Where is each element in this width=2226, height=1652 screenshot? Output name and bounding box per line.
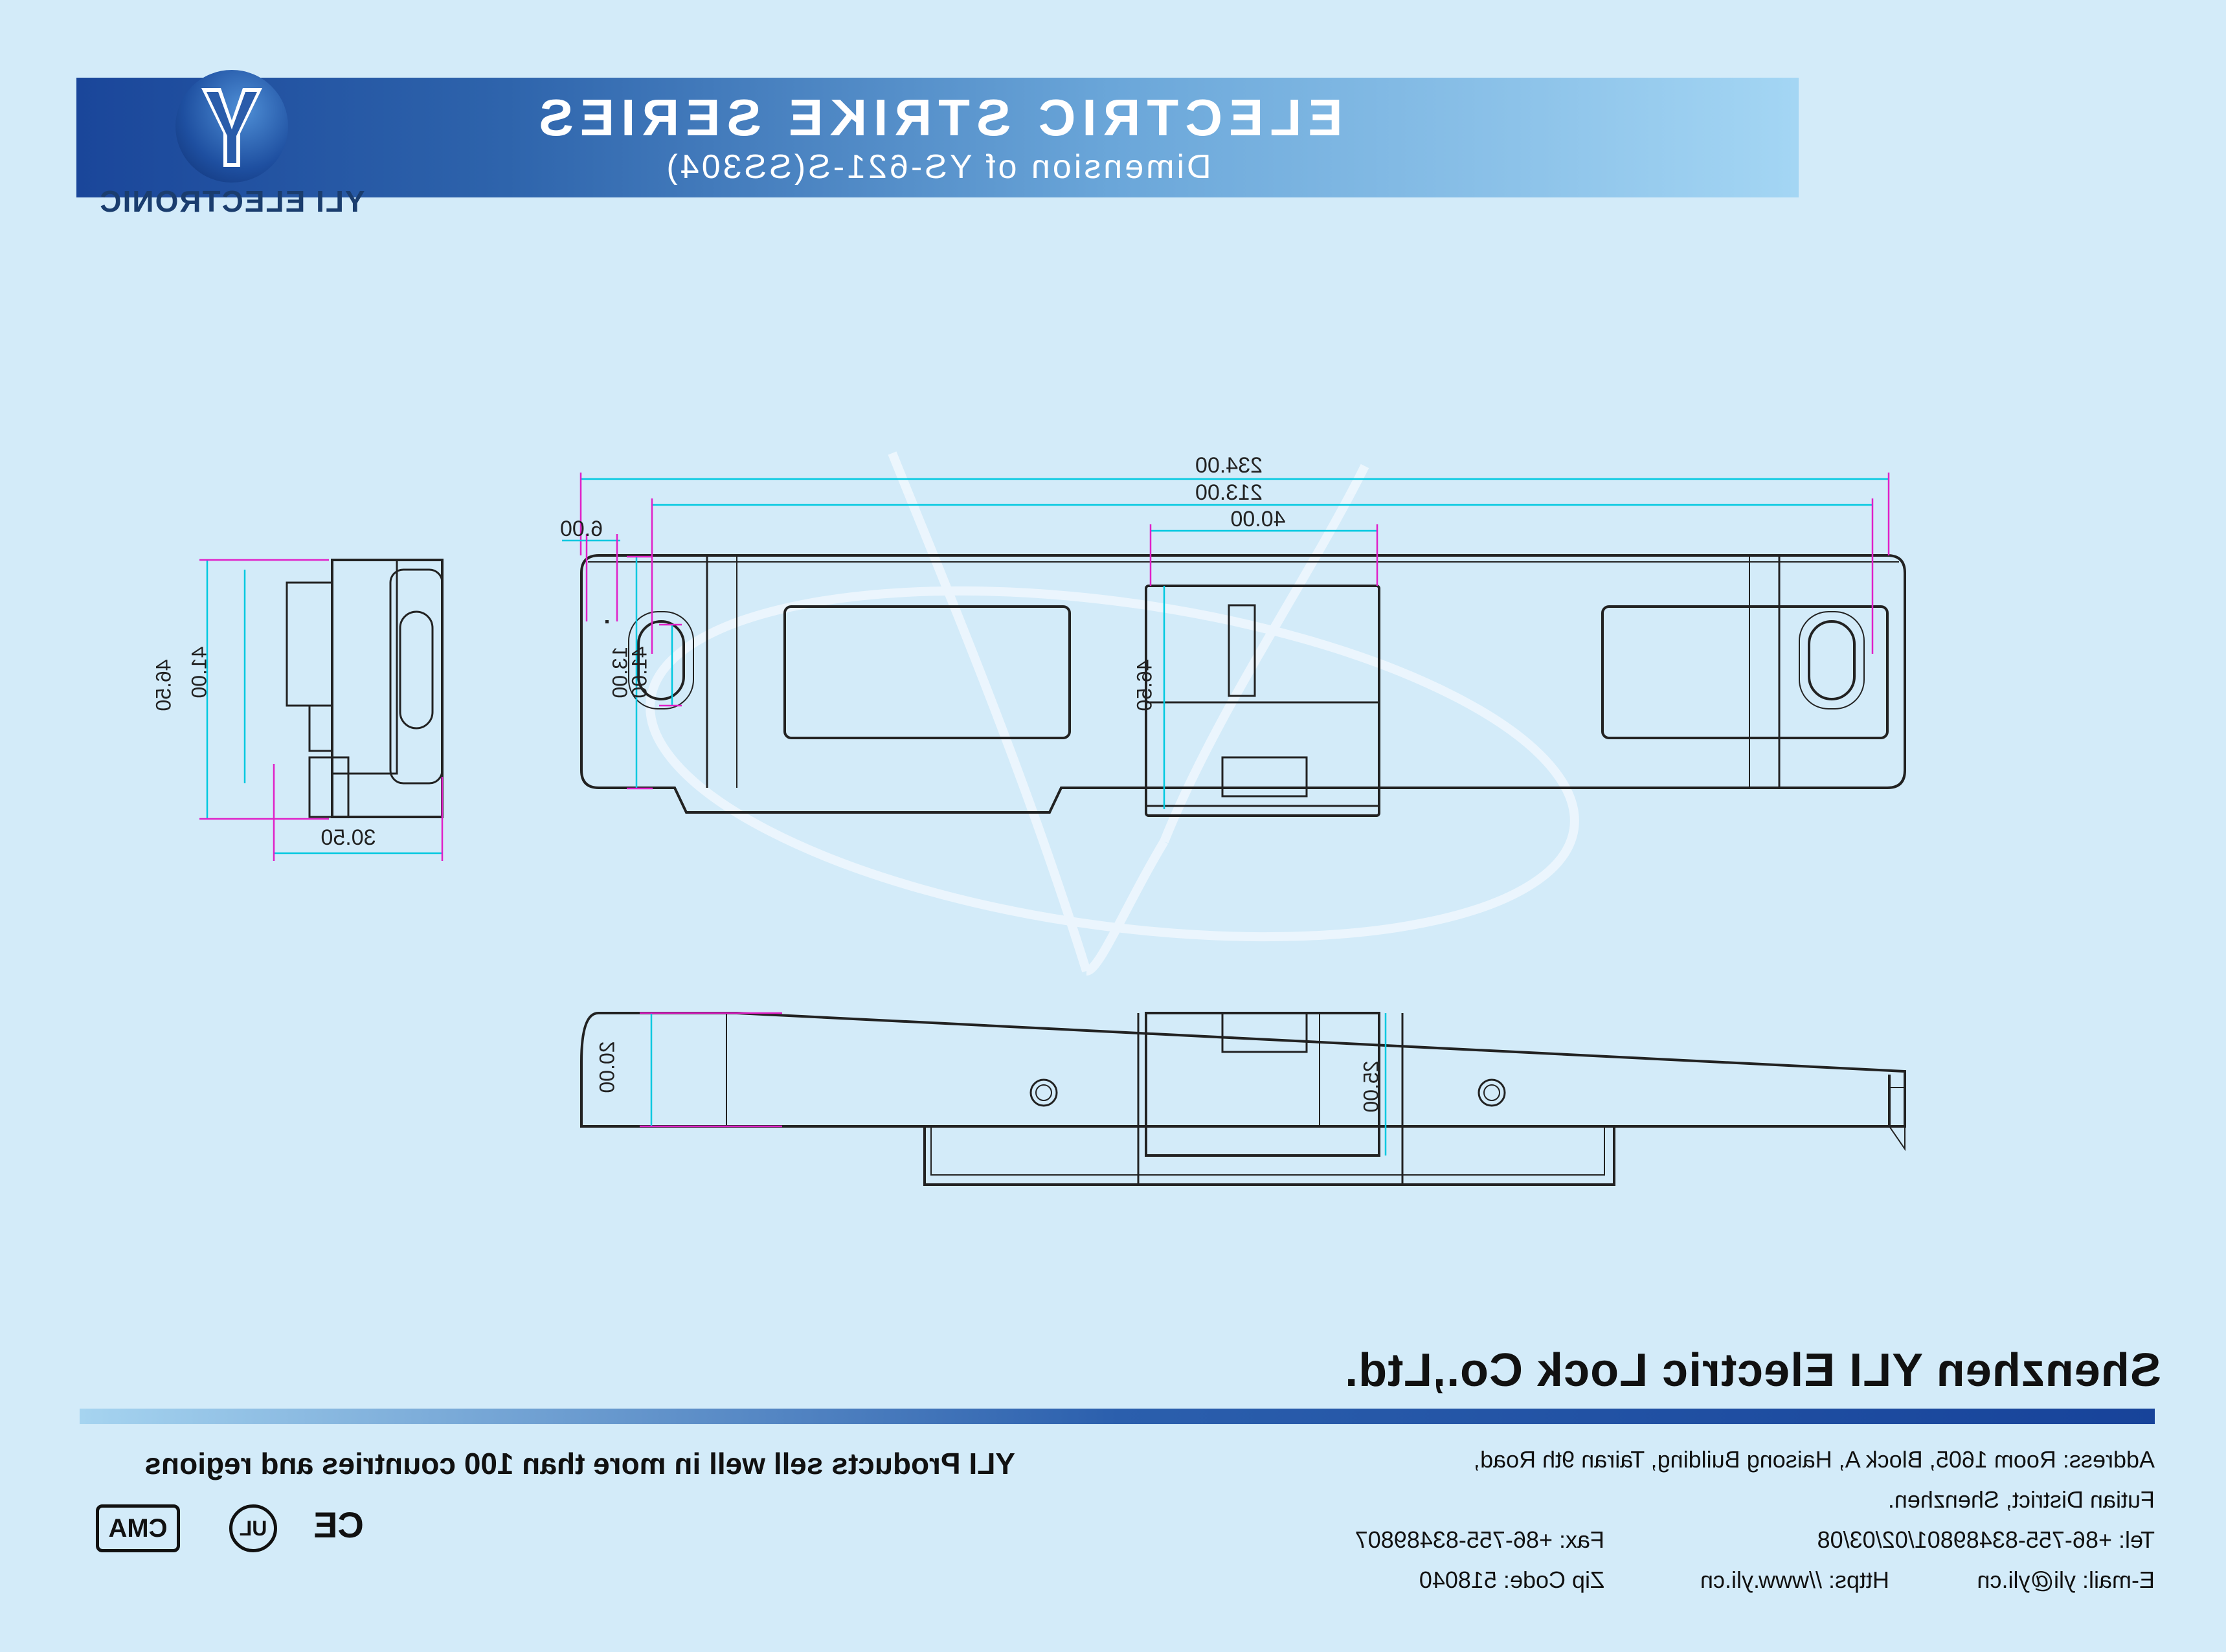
dim-body-height: 46.50 xyxy=(1132,659,1156,711)
dim-top-view-depth: 20.00 xyxy=(595,1041,619,1093)
dim-edge-offset: 6.00 xyxy=(559,517,603,541)
logo-y-glyph xyxy=(201,88,262,167)
watermark-logo xyxy=(646,451,1579,976)
dim-overall-length: 234.00 xyxy=(1195,453,1263,478)
dim-side-body-height: 46.50 xyxy=(152,659,175,711)
company-logo: YLI ELECTRONIC xyxy=(96,57,368,225)
front-dimension-lines xyxy=(562,473,1890,809)
dim-keeper-depth: 25.00 xyxy=(1359,1060,1383,1113)
top-dimension-lines xyxy=(640,1012,1387,1155)
dim-depth: 30.50 xyxy=(320,825,376,850)
side-dimension-lines xyxy=(199,559,444,861)
dim-center-opening: 40.00 xyxy=(1230,507,1286,531)
top-view xyxy=(580,1012,1906,1186)
yli-y-logo-icon xyxy=(175,70,288,183)
side-view xyxy=(286,559,444,818)
dim-hole-length: 13.00 xyxy=(608,646,632,698)
front-view xyxy=(580,554,1906,817)
dim-hole-spacing: 213.00 xyxy=(1195,480,1263,505)
dim-side-height: 41.00 xyxy=(187,646,211,698)
